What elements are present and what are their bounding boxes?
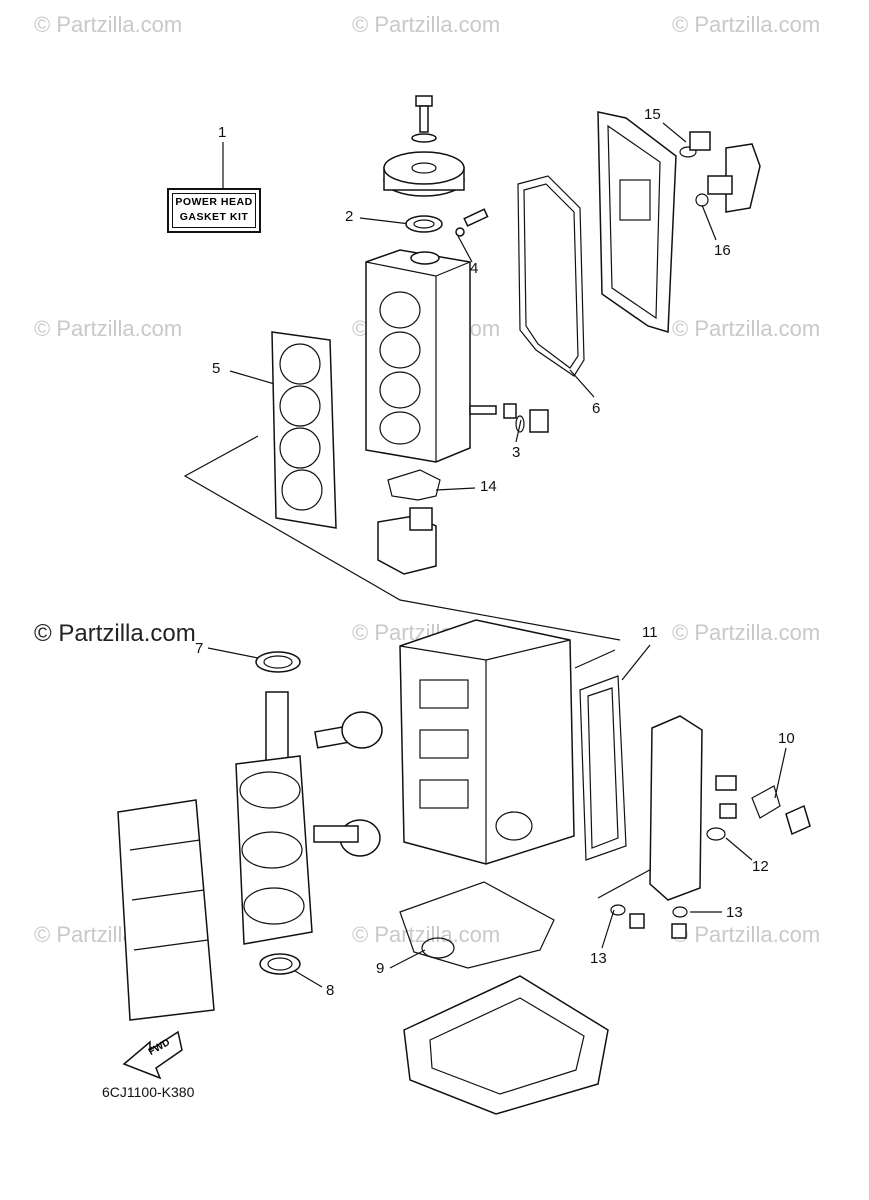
oil-seal-7 bbox=[255, 651, 301, 673]
cylinder-head bbox=[365, 249, 471, 463]
head-cover-gasket bbox=[517, 175, 585, 377]
oil-seal bbox=[405, 215, 443, 233]
o-ring-12 bbox=[706, 827, 726, 841]
callout-13[interactable]: 13 bbox=[726, 904, 743, 921]
callout-7[interactable]: 7 bbox=[195, 640, 204, 657]
callout-11[interactable]: 11 bbox=[642, 624, 658, 641]
watermark: © Partzilla.com bbox=[34, 316, 183, 341]
o-ring-13 bbox=[672, 906, 688, 918]
callout-14[interactable]: 14 bbox=[480, 478, 497, 495]
head-cover bbox=[597, 111, 677, 333]
oil-pump bbox=[377, 507, 437, 575]
gasket-14 bbox=[387, 469, 441, 501]
o-ring-13 bbox=[610, 904, 626, 916]
small-bolt bbox=[455, 208, 489, 237]
gasket-9 bbox=[399, 881, 555, 969]
callout-1[interactable]: 1 bbox=[218, 124, 227, 141]
oil-seal-8 bbox=[259, 953, 301, 975]
thermostat-housing bbox=[679, 131, 761, 213]
plug-bolt bbox=[671, 923, 687, 939]
power-head-gasket-kit-label: POWER HEAD GASKET KIT bbox=[167, 188, 261, 233]
gasket-10 bbox=[751, 785, 781, 819]
crankcase bbox=[399, 619, 575, 865]
kit-label-line1: POWER HEAD bbox=[175, 196, 253, 208]
watermark: © Partzilla.com bbox=[672, 620, 821, 645]
callout-9[interactable]: 9 bbox=[376, 960, 385, 977]
intake-manifold bbox=[117, 799, 215, 1021]
exhaust-guide bbox=[403, 975, 609, 1115]
callout-8[interactable]: 8 bbox=[326, 982, 335, 999]
crankshaft bbox=[235, 691, 383, 945]
callout-4[interactable]: 4 bbox=[470, 260, 479, 277]
gasket-11 bbox=[579, 675, 627, 861]
callout-6[interactable]: 6 bbox=[592, 400, 601, 417]
watermark: © Partzilla.com bbox=[672, 12, 821, 37]
callout-16[interactable]: 16 bbox=[714, 242, 731, 259]
head-gasket bbox=[271, 331, 337, 529]
callout-3[interactable]: 3 bbox=[512, 444, 521, 461]
watermark: © Partzilla.com bbox=[352, 12, 501, 37]
watermark: © Partzilla.com bbox=[672, 922, 821, 947]
callout-10[interactable]: 10 bbox=[778, 730, 795, 747]
diagram-part-code: 6CJ1100-K380 bbox=[102, 1084, 195, 1100]
kit-label-line2: GASKET KIT bbox=[179, 211, 249, 223]
cover-10 bbox=[785, 804, 811, 836]
watermark-main: © Partzilla.com bbox=[34, 620, 196, 647]
callout-13[interactable]: 13 bbox=[590, 950, 607, 967]
callout-5[interactable]: 5 bbox=[212, 360, 221, 377]
callout-2[interactable]: 2 bbox=[345, 208, 354, 225]
watermark: © Partzilla.com bbox=[672, 316, 821, 341]
exhaust-cover bbox=[649, 715, 737, 901]
anode-parts bbox=[469, 403, 549, 433]
timing-pulley bbox=[383, 151, 465, 197]
plug-bolt bbox=[629, 913, 645, 929]
top-bolt bbox=[411, 95, 437, 143]
callout-15[interactable]: 15 bbox=[644, 106, 661, 123]
callout-12[interactable]: 12 bbox=[752, 858, 769, 875]
watermark: © Partzilla.com bbox=[352, 922, 501, 947]
watermark: © Partzilla.com bbox=[34, 12, 183, 37]
fwd-arrow bbox=[122, 1030, 183, 1080]
